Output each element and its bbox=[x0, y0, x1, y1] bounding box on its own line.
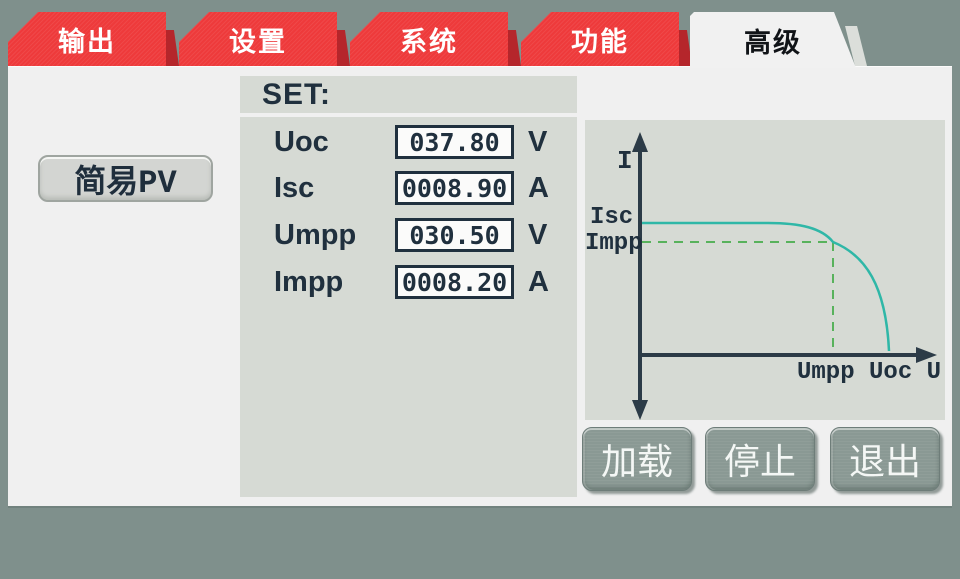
tab-output[interactable]: 输出 bbox=[8, 12, 166, 66]
impp-row: Impp 0008.20 A bbox=[240, 265, 577, 299]
tab-output-label: 输出 bbox=[58, 26, 116, 57]
impp-input[interactable]: 0008.20 bbox=[395, 265, 514, 299]
set-header-label: SET: bbox=[262, 77, 332, 111]
y-axis-arrow-up bbox=[632, 132, 648, 152]
iv-curve-svg bbox=[632, 132, 937, 420]
isc-label: Isc bbox=[274, 172, 315, 204]
uoc-label: Uoc bbox=[274, 126, 329, 158]
impp-unit: A bbox=[528, 266, 549, 298]
iv-curve-graph: I Isc Impp Umpp Uoc U bbox=[585, 120, 945, 420]
tab-advanced[interactable]: 高级 bbox=[690, 12, 856, 68]
exit-button[interactable]: 退出 bbox=[830, 427, 940, 491]
tab-system-label: 系统 bbox=[400, 26, 458, 57]
uoc-row: Uoc 037.80 V bbox=[240, 125, 577, 159]
uoc-unit: V bbox=[528, 126, 548, 158]
impp-label: Impp bbox=[274, 266, 344, 298]
y-axis-label: I bbox=[617, 146, 633, 176]
tab-settings[interactable]: 设置 bbox=[179, 12, 337, 66]
x-axis-tick-labels: Umpp Uoc U bbox=[797, 359, 942, 386]
mpp-dashed-guides bbox=[642, 241, 834, 352]
simple-pv-button[interactable]: 简易PV bbox=[38, 155, 213, 202]
set-panel: Uoc 037.80 V Isc 0008.90 A Umpp 030.50 V… bbox=[240, 117, 577, 497]
tab-system[interactable]: 系统 bbox=[350, 12, 508, 66]
isc-row: Isc 0008.90 A bbox=[240, 171, 577, 205]
tab-advanced-label: 高级 bbox=[744, 27, 802, 58]
uoc-input[interactable]: 037.80 bbox=[395, 125, 514, 159]
tab-function-label: 功能 bbox=[571, 26, 629, 57]
umpp-row: Umpp 030.50 V bbox=[240, 218, 577, 252]
set-header: SET: bbox=[240, 76, 577, 113]
stop-button[interactable]: 停止 bbox=[705, 427, 815, 491]
isc-unit: A bbox=[528, 172, 549, 204]
umpp-input[interactable]: 030.50 bbox=[395, 218, 514, 252]
x-axis-arrow bbox=[916, 347, 937, 363]
content-panel: 简易PV SET: Uoc 037.80 V Isc 0008.90 A Ump… bbox=[8, 66, 952, 506]
tab-settings-label: 设置 bbox=[229, 26, 287, 57]
umpp-unit: V bbox=[528, 219, 548, 251]
load-button[interactable]: 加载 bbox=[582, 427, 692, 491]
isc-axis-label: Isc bbox=[590, 204, 634, 231]
iv-curve-path bbox=[642, 221, 891, 352]
y-axis-arrow-down bbox=[632, 400, 648, 420]
umpp-label: Umpp bbox=[274, 219, 357, 251]
isc-input[interactable]: 0008.90 bbox=[395, 171, 514, 205]
tab-function[interactable]: 功能 bbox=[521, 12, 679, 66]
impp-axis-label: Impp bbox=[585, 230, 643, 257]
